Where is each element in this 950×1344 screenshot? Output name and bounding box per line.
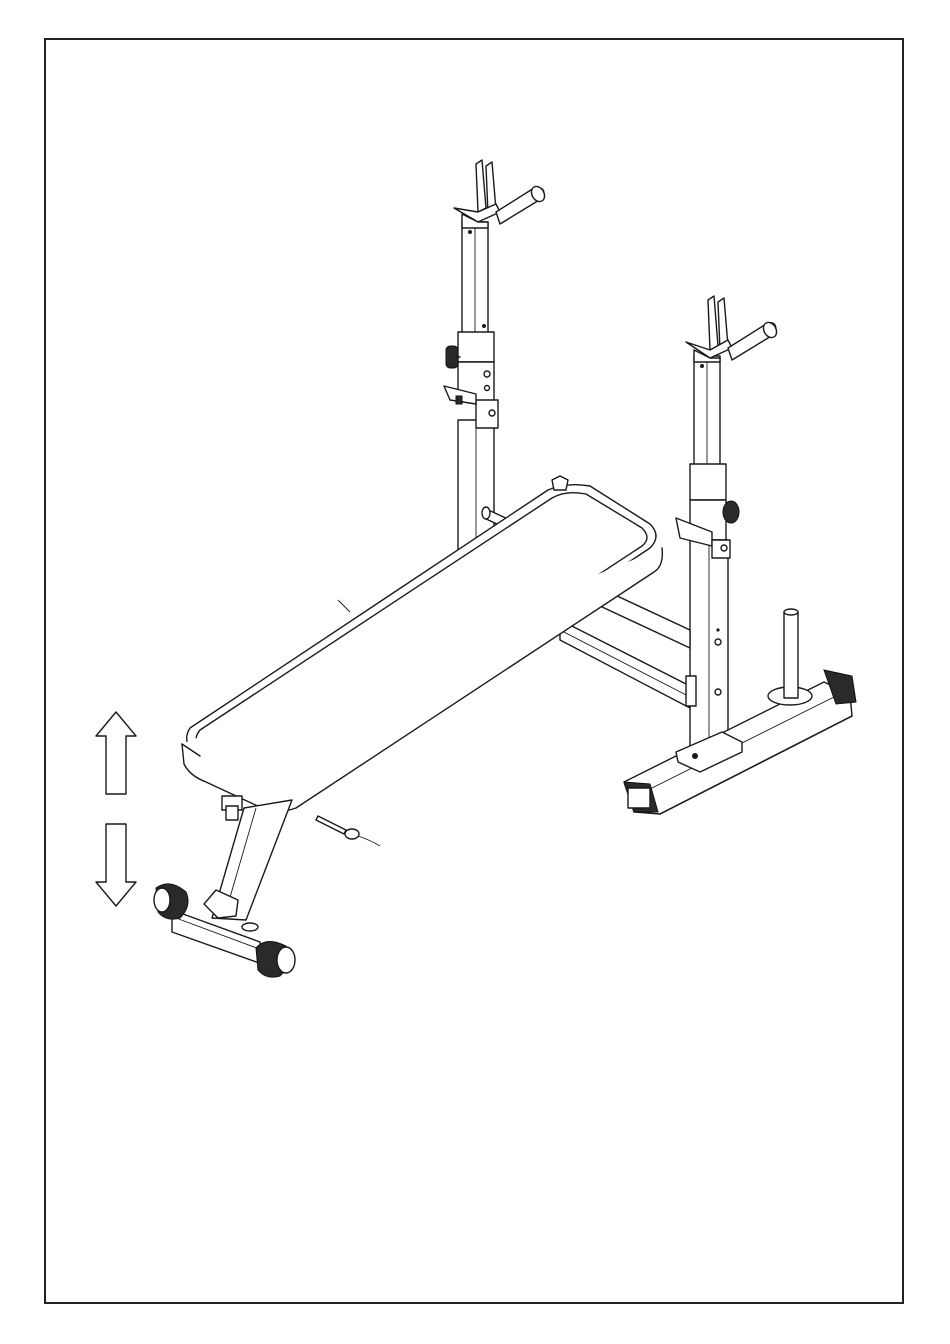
rear-upright: [444, 160, 547, 556]
bench-foot-end-cap-right: [256, 941, 295, 977]
rear-adjust-knob: [446, 346, 460, 368]
rear-j-hook: [454, 160, 500, 228]
up-arrow-icon: [96, 712, 136, 794]
front-j-hook: [686, 296, 732, 362]
front-base: [624, 609, 856, 814]
weight-storage-peg: [768, 609, 812, 705]
bench-foot-end-cap-left: [154, 884, 188, 919]
front-adjust-knob: [723, 501, 739, 523]
down-arrow-icon: [96, 824, 136, 906]
locking-pin: [316, 816, 380, 846]
bench-support-leg: [204, 796, 292, 920]
